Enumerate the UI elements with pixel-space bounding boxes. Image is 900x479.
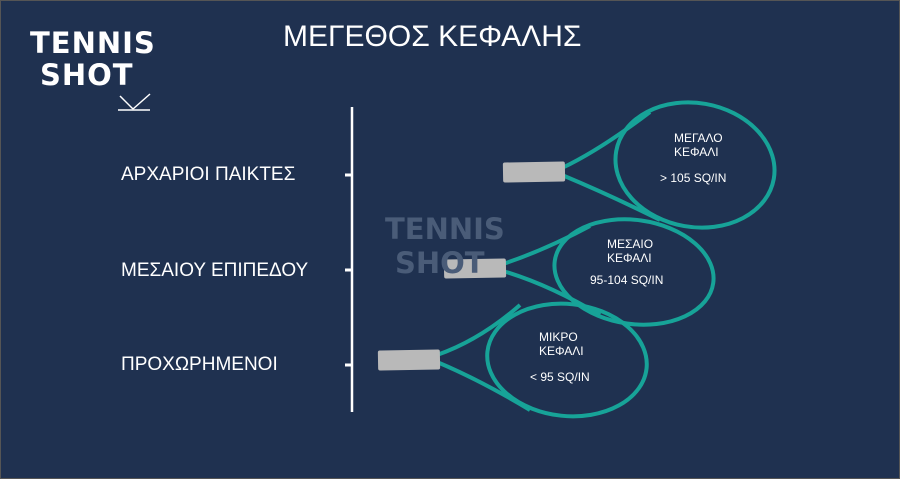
racket-medium-size: 95-104 SQ/IN xyxy=(590,273,664,287)
tennis-shot-logo: TENNIS SHOT xyxy=(30,27,156,91)
category-intermediate: ΜΕΣΑΙΟΥ ΕΠΙΠΕΔΟΥ xyxy=(121,260,309,281)
handle-large xyxy=(502,161,566,183)
handle-small xyxy=(377,349,441,371)
handle-medium xyxy=(443,258,507,279)
racket-large-size: > 105 SQ/IN xyxy=(660,171,727,185)
racket-small xyxy=(436,301,649,419)
logo-line1: TENNIS xyxy=(30,26,156,60)
racket-large xyxy=(561,100,777,230)
racket-small-size: < 95 SQ/IN xyxy=(530,370,590,384)
category-advanced: ΠΡΟΧΩΡΗΜΕΝΟΙ xyxy=(121,354,278,375)
category-beginners: ΑΡΧΑΡΙΟΙ ΠΑΙΚΤΕΣ xyxy=(121,164,296,185)
logo-line2: SHOT xyxy=(40,58,134,92)
title-text: ΜΕΓΕΘΟΣ ΚΕΦΑΛΗΣ xyxy=(283,20,582,53)
